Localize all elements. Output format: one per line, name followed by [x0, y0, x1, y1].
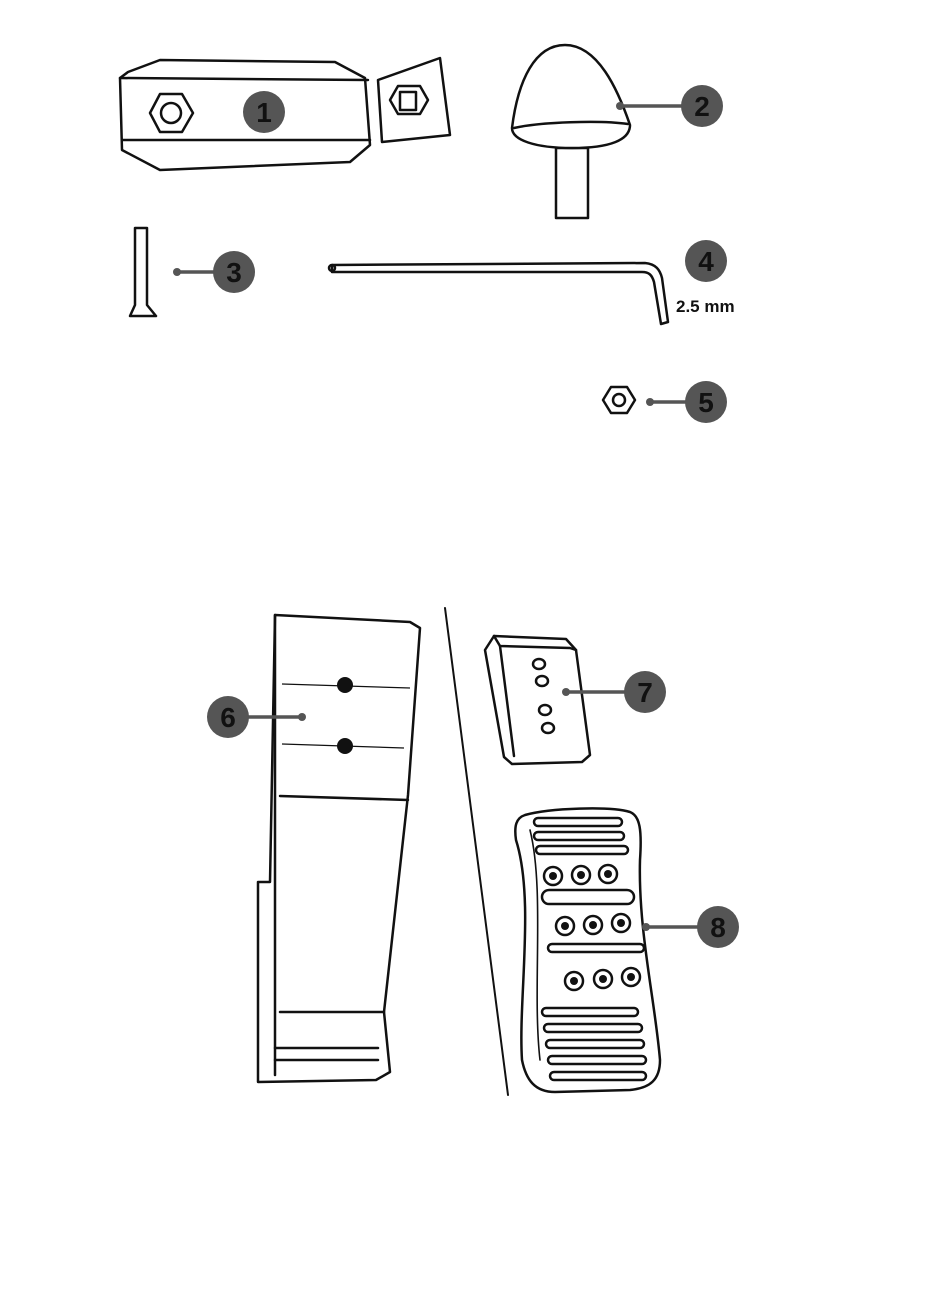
part-4-hex-key — [329, 263, 668, 324]
callout-2-label: 2 — [694, 91, 710, 122]
part-2-cone-foot — [512, 45, 630, 218]
callout-7-label: 7 — [637, 677, 653, 708]
callout-8: 8 — [642, 906, 739, 948]
callout-8-label: 8 — [710, 912, 726, 943]
callout-6-label: 6 — [220, 702, 236, 733]
part-7-spacer-block — [485, 636, 590, 764]
callout-4: 4 2.5 mm — [676, 240, 735, 316]
callout-1-label: 1 — [256, 97, 272, 128]
part-3-screw — [130, 228, 156, 316]
callout-3-label: 3 — [226, 257, 242, 288]
callout-5: 5 — [646, 381, 727, 423]
hex-key-size-label: 2.5 mm — [676, 297, 735, 316]
callout-4-label: 4 — [698, 246, 714, 277]
callout-5-label: 5 — [698, 387, 714, 418]
part-6-pedal-arm — [258, 615, 420, 1082]
callout-1: 1 — [243, 91, 285, 133]
part-5-nut — [603, 387, 635, 413]
callout-2: 2 — [616, 85, 723, 127]
part-1-clamp-bracket — [120, 58, 450, 170]
part-8-pedal-pad — [515, 808, 660, 1092]
callout-3: 3 — [173, 251, 255, 293]
hex-nut-icon — [150, 94, 193, 132]
